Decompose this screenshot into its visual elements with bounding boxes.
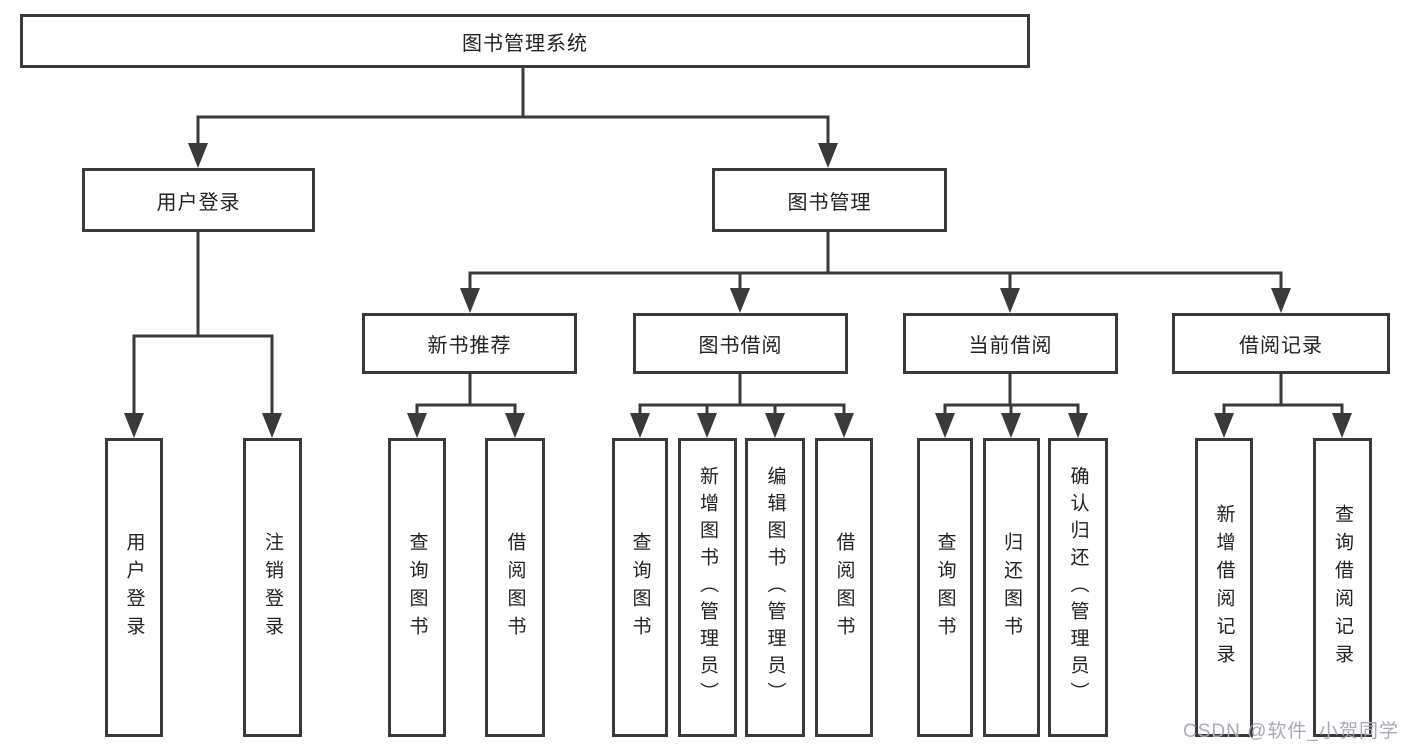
branch-current-borrow bbox=[943, 374, 1080, 418]
node-book-borrow: 图书借阅 bbox=[633, 313, 848, 374]
node-label: 新增借阅记录 bbox=[1213, 503, 1235, 672]
leaf-borrow-books-recommend: 借阅图书 bbox=[485, 438, 545, 737]
arrow-to-borrow-records bbox=[1271, 288, 1291, 313]
arrow-leaf-1 bbox=[124, 413, 144, 438]
node-borrow-records: 借阅记录 bbox=[1172, 313, 1390, 374]
arrow-to-new-book-recommend bbox=[460, 288, 480, 313]
leaf-user-login: 用户登录 bbox=[105, 438, 163, 737]
arrow-leaf-3 bbox=[407, 413, 427, 438]
leaf-logout: 注销登录 bbox=[243, 438, 302, 737]
branch-book-borrow bbox=[638, 374, 846, 418]
arrow-to-user-login bbox=[188, 143, 208, 168]
node-label: 当前借阅 bbox=[968, 335, 1053, 357]
arrow-leaf-12 bbox=[1214, 413, 1234, 438]
arrow-to-current-borrow bbox=[1000, 288, 1020, 313]
arrow-leaf-13 bbox=[1332, 413, 1352, 438]
leaf-query-borrow-record: 查询借阅记录 bbox=[1313, 438, 1372, 737]
node-label: 借阅图书 bbox=[504, 531, 526, 644]
leaf-add-borrow-record: 新增借阅记录 bbox=[1195, 438, 1253, 737]
leaf-query-books-current: 查询图书 bbox=[917, 438, 973, 737]
node-label: 图书管理系统 bbox=[462, 32, 588, 55]
arrow-leaf-6 bbox=[697, 413, 717, 438]
node-user-login: 用户登录 bbox=[82, 168, 315, 232]
arrow-leaf-2 bbox=[262, 413, 282, 438]
node-current-borrow: 当前借阅 bbox=[903, 313, 1118, 374]
arrow-leaf-7 bbox=[765, 413, 785, 438]
node-label: 查询图书 bbox=[934, 531, 956, 644]
leaf-confirm-return-admin: 确认归还（管理员） bbox=[1048, 438, 1108, 737]
node-label: 借阅记录 bbox=[1239, 335, 1323, 357]
leaf-borrow-books: 借阅图书 bbox=[815, 438, 873, 737]
node-label: 查询图书 bbox=[629, 531, 651, 644]
node-label: 用户登录 bbox=[156, 191, 241, 214]
branch-lines bbox=[132, 68, 1344, 418]
leaf-add-book-admin: 新增图书（管理员） bbox=[678, 438, 737, 737]
node-label: 查询借阅记录 bbox=[1332, 503, 1353, 672]
arrow-leaf-10 bbox=[1001, 413, 1021, 438]
node-label: 用户登录 bbox=[123, 531, 145, 644]
arrowheads bbox=[124, 143, 1352, 438]
branch-root-to-level2 bbox=[196, 68, 830, 146]
node-library-management-system: 图书管理系统 bbox=[20, 14, 1030, 68]
node-label: 借阅图书 bbox=[833, 531, 855, 644]
leaf-query-books-recommend: 查询图书 bbox=[388, 438, 446, 737]
node-label: 注销登录 bbox=[262, 531, 283, 644]
branch-borrow-records bbox=[1222, 374, 1344, 418]
arrow-leaf-4 bbox=[505, 413, 525, 438]
node-label: 归还图书 bbox=[1001, 531, 1022, 644]
arrow-leaf-5 bbox=[630, 413, 650, 438]
node-book-management: 图书管理 bbox=[712, 168, 947, 232]
branch-user-login-to-leaves bbox=[132, 232, 274, 416]
node-label: 确认归还（管理员） bbox=[1067, 466, 1089, 709]
node-label: 新书推荐 bbox=[427, 335, 512, 357]
node-label: 编辑图书（管理员） bbox=[764, 466, 786, 709]
node-label: 图书借阅 bbox=[698, 335, 783, 357]
leaf-return-book: 归还图书 bbox=[983, 438, 1040, 737]
arrow-to-book-management bbox=[818, 143, 838, 168]
arrow-to-book-borrow bbox=[730, 288, 750, 313]
leaf-query-books-borrow: 查询图书 bbox=[612, 438, 668, 737]
leaf-edit-book-admin: 编辑图书（管理员） bbox=[745, 438, 805, 737]
node-label: 图书管理 bbox=[787, 191, 872, 214]
node-new-book-recommend: 新书推荐 bbox=[362, 313, 577, 374]
arrow-leaf-8 bbox=[834, 413, 854, 438]
branch-book-management-to-level3 bbox=[468, 232, 1283, 291]
node-label: 新增图书（管理员） bbox=[697, 466, 718, 709]
arrow-leaf-11 bbox=[1068, 413, 1088, 438]
node-label: 查询图书 bbox=[406, 531, 428, 644]
csdn-watermark: CSDN @软件_小贺同学 bbox=[1183, 721, 1399, 742]
branch-new-book-recommend bbox=[415, 374, 517, 418]
arrow-leaf-9 bbox=[935, 413, 955, 438]
